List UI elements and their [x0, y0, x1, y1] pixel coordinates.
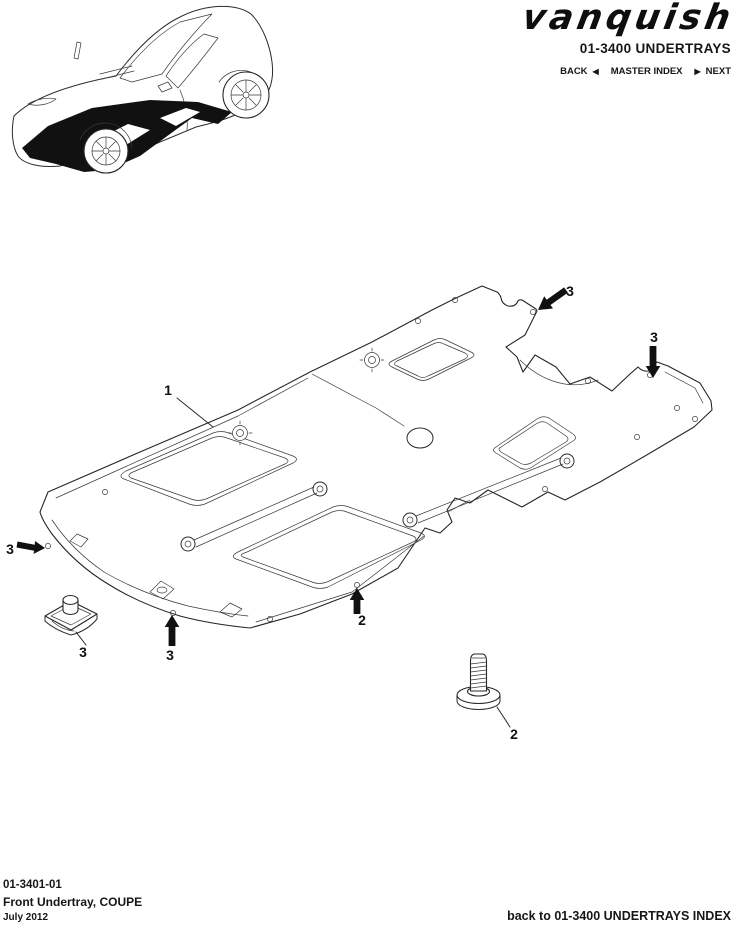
- next-link[interactable]: ▶ NEXT: [695, 66, 732, 77]
- arrow-fixing-bottom: [164, 615, 180, 646]
- leader-lines: [75, 397, 511, 728]
- callout-3-clip: 3: [79, 644, 87, 660]
- vanquish-logo: vanquish: [519, 0, 737, 38]
- next-arrow-icon: ▶: [694, 67, 701, 76]
- back-label: BACK: [560, 66, 588, 77]
- back-link[interactable]: BACK ◀: [560, 66, 599, 77]
- next-label: NEXT: [705, 66, 731, 77]
- callout-3-right: 3: [650, 329, 658, 345]
- clip-detail-drawing: [44, 594, 98, 636]
- pointer-arrows: [16, 287, 661, 646]
- callout-labels: 1 3 3 3 3 3 2 2: [6, 283, 658, 742]
- arrow-fixing-right: [645, 346, 661, 378]
- footer-document-info: 01-3401-01 Front Undertray, COUPE July 2…: [3, 877, 142, 924]
- arrow-fixing-top-right: [538, 287, 568, 310]
- header-nav: BACK ◀ MASTER INDEX ▶ NEXT: [520, 66, 731, 77]
- front-wheel: [83, 128, 129, 174]
- section-title: 01-3400 UNDERTRAYS: [579, 41, 731, 56]
- back-to-index-link[interactable]: back to 01-3400 UNDERTRAYS INDEX: [507, 909, 731, 923]
- master-index-link[interactable]: MASTER INDEX: [610, 66, 683, 77]
- callout-2-screw: 2: [510, 726, 518, 742]
- document-date: July 2012: [3, 912, 49, 923]
- callout-1-undertray: 1: [164, 382, 172, 398]
- arrow-fixing-left: [16, 541, 45, 554]
- callout-3-left: 3: [6, 541, 14, 557]
- page-header: vanquish 01-3400 UNDERTRAYS BACK ◀ MASTE…: [519, 0, 737, 77]
- vehicle-thumbnail: [11, 5, 274, 174]
- screw-detail-drawing: [456, 653, 501, 710]
- rear-wheel: [222, 71, 270, 119]
- arrow-fixing-bottom-edge: [349, 588, 365, 614]
- callout-3-bottom: 3: [166, 647, 174, 663]
- undertray-drawing: [39, 285, 713, 629]
- callout-3-top-right: 3: [566, 283, 574, 299]
- back-arrow-icon: ◀: [592, 67, 599, 76]
- document-number: 01-3401-01: [3, 879, 62, 891]
- document-title: Front Undertray, COUPE: [3, 895, 143, 909]
- callout-2-bottom-edge: 2: [358, 612, 366, 628]
